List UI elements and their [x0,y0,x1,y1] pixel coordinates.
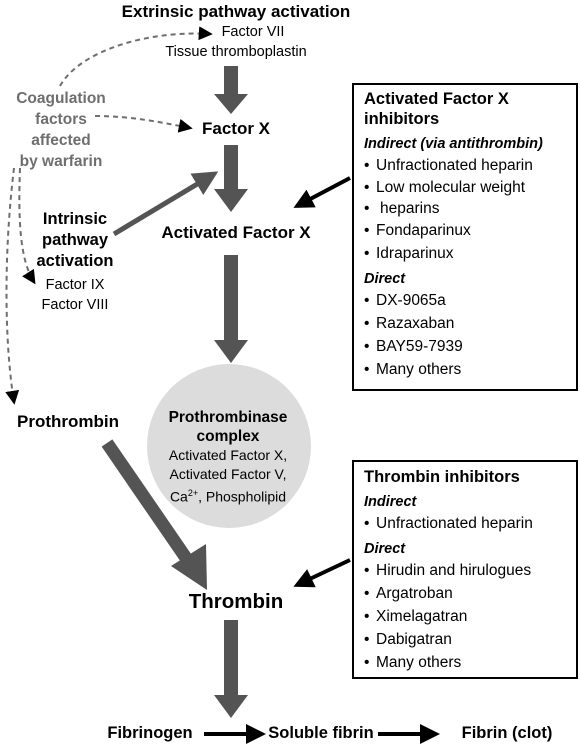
list-item: Fondaparinux [364,219,566,242]
fx-inhibitors-title-1: Activated Factor X [364,90,509,108]
arrow-activated-to-prothrombinase [214,255,248,363]
list-item: Many others [364,651,566,674]
ca-text: Ca [169,488,188,505]
list-item: Hirudin and hirulogues [364,559,566,582]
arrow-factor-x-to-activated [214,145,248,212]
warfarin-arrow-prothrombin [5,167,20,405]
list-item: Many others [364,358,566,381]
list-item: Razaxaban [364,312,566,335]
warfarin-arrow-factor-x [94,115,193,133]
fx-direct-label: Direct [364,270,406,287]
intrinsic-label: Intrinsic pathway activation [36,209,113,272]
factor-x-label: Factor X [201,119,271,138]
prothrombinase-title-1: Prothrombinase [168,409,288,426]
extrinsic-factor-vii: Factor VII [221,24,285,40]
intrinsic-factor-ix: Factor IX [45,277,105,293]
prothrombinase-line4: Activated Factor V, [169,466,287,482]
extrinsic-title: Extrinsic pathway activation [121,2,351,21]
list-item: DX-9065a [364,289,566,312]
intrinsic-line3: activation [36,252,114,270]
arrow-intrinsic-to-factor-x [112,171,219,237]
fx-indirect-list: Unfractionated heparin Low molecular wei… [364,154,566,265]
activated-factor-x-label: Activated Factor X [161,223,311,242]
arrow-thrombin-to-fibrinogen [214,620,248,718]
thrombin-label: Thrombin [188,590,284,613]
ca-superscript: 2+ [187,488,199,498]
list-item: Idraparinux [364,242,566,265]
arrow-prothrombin-to-thrombin [101,439,207,590]
warfarin-line1: Coagulation [16,90,106,107]
phospholipid-text: , Phospholipid [198,488,287,505]
list-item-continuation: heparins [364,198,566,219]
warfarin-line3: affected [31,132,91,149]
arrow-thrombin-inhibitors [293,558,351,588]
fibrinogen-label: Fibrinogen [107,724,193,742]
intrinsic-line2: pathway [41,231,109,249]
list-item: Unfractionated heparin [364,512,566,535]
prothrombin-label: Prothrombin [17,412,119,431]
thrombin-indirect-label: Indirect [364,493,417,510]
warfarin-line4: by warfarin [19,153,103,170]
continuation-text: heparins [380,199,440,217]
fx-inhibitors-title-2: inhibitors [364,109,440,128]
thrombin-direct-label: Direct [364,540,406,557]
prothrombinase-line5: Ca2+, Phospholipid [143,484,313,507]
fx-indirect-label: Indirect (via antithrombin) [364,135,543,152]
intrinsic-line1: Intrinsic [42,210,108,228]
fx-inhibitors-box: Activated Factor X inhibitors Indirect (… [352,83,578,391]
thrombin-inhibitors-box: Thrombin inhibitors Indirect Unfractiona… [352,460,578,679]
warfarin-label: Coagulation factors affected by warfarin [16,88,106,172]
list-item: Dabigatran [364,628,566,651]
prothrombinase-line3: Activated Factor X, [168,447,288,463]
thrombin-direct-list: Hirudin and hirulogues Argatroban Ximela… [364,559,566,674]
prothrombinase-circle [147,364,311,528]
list-item: Low molecular weight [364,177,566,198]
warfarin-arrow-factor-vii [59,26,213,87]
soluble-fibrin-label: Soluble fibrin [268,724,374,742]
list-item: Unfractionated heparin [364,154,566,177]
arrow-extrinsic-to-factor-x [214,66,248,114]
thrombin-inhibitors-title: Thrombin inhibitors [364,468,520,486]
warfarin-line2: factors [35,111,87,128]
list-item: BAY59-7939 [364,335,566,358]
thrombin-indirect-list: Unfractionated heparin [364,512,566,535]
intrinsic-factors: Factor IX Factor VIII [42,275,109,315]
intrinsic-factor-viii: Factor VIII [41,297,109,313]
arrow-fx-inhibitors [293,176,351,208]
list-item: Argatroban [364,582,566,605]
list-item: Ximelagatran [364,605,566,628]
prothrombinase-title-2: complex [196,428,260,445]
fx-direct-list: DX-9065a Razaxaban BAY59-7939 Many other… [364,289,566,381]
prothrombinase-text: Prothrombinase complex Activated Factor … [143,408,313,507]
warfarin-arrow-factor-ix [18,167,36,285]
fibrin-clot-label: Fibrin (clot) [461,724,553,742]
extrinsic-tissue: Tissue thromboplastin [165,44,307,60]
